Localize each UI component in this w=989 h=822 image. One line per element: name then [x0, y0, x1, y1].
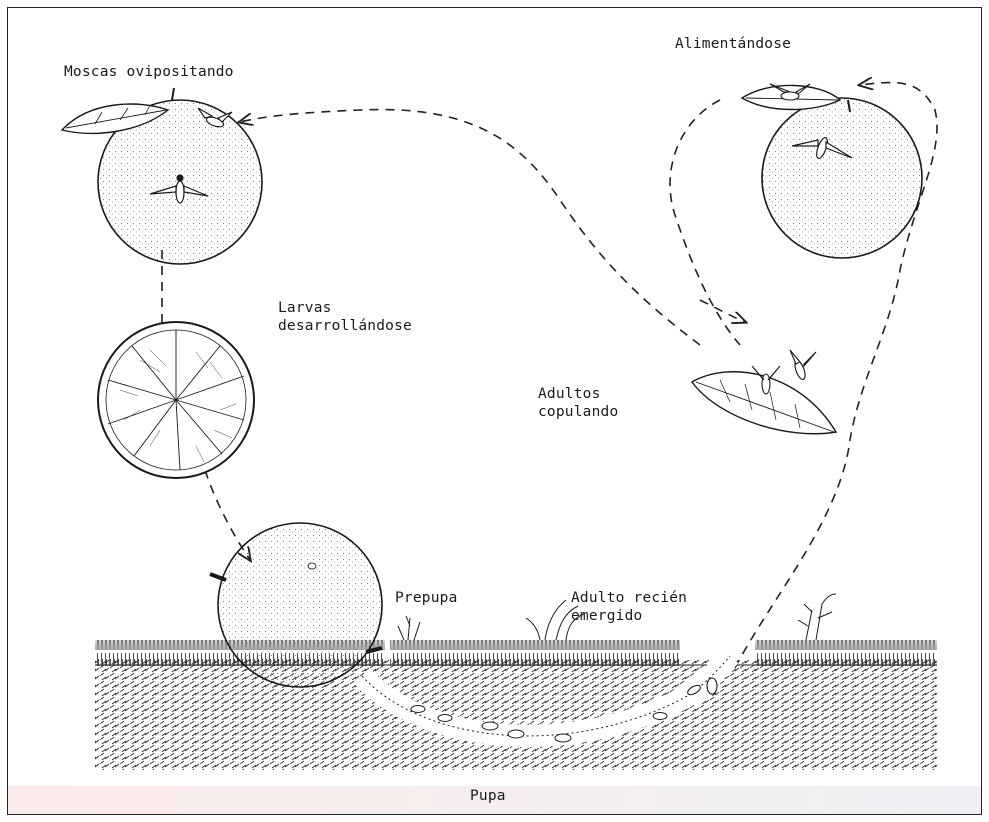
label-feeding: Alimentándose	[675, 36, 791, 54]
label-prepupa: Prepupa	[395, 590, 458, 608]
fruit-icon	[762, 98, 922, 258]
label-copulate: Adultos copulando	[538, 386, 618, 421]
label-larvae: Larvas desarrollándose	[278, 300, 412, 335]
label-pupa: Pupa	[470, 788, 506, 806]
fruit-section-icon	[98, 322, 254, 478]
arrow-to-adults	[700, 300, 745, 322]
ground	[95, 640, 937, 770]
label-emerged: Adulto recién emergido	[571, 590, 687, 625]
arrow-feeding-loop	[670, 100, 740, 345]
label-oviposit: Moscas ovipositando	[64, 64, 234, 82]
